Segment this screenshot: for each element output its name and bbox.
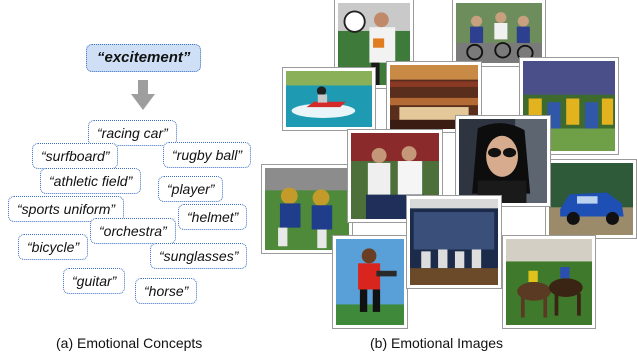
- concept-tag-surfboard: “surfboard”: [32, 143, 119, 169]
- concept-tag-rugby-ball: “rugby ball”: [163, 142, 252, 168]
- concepts-panel: “excitement” “racing car” “surfboard” “r…: [0, 0, 270, 360]
- photo-cyclists: [453, 0, 545, 66]
- photo-jet-ski: [283, 68, 375, 130]
- concept-tag-bicycle: “bicycle”: [18, 234, 89, 260]
- concept-tag-sports-uniform: “sports uniform”: [8, 196, 125, 222]
- concept-tag-guitar: “guitar”: [63, 268, 126, 294]
- photo-guitar-player: [333, 236, 407, 328]
- concept-tag-racing-car: “racing car”: [88, 120, 177, 146]
- concept-tag-sunglasses: “sunglasses”: [150, 243, 248, 269]
- caption-emotional-concepts: (a) Emotional Concepts: [56, 335, 203, 351]
- down-arrow-icon: [131, 80, 155, 110]
- photo-rally-car: [546, 160, 636, 238]
- concept-tag-athletic-field: “athletic field”: [40, 168, 142, 194]
- concept-tag-horse: “horse”: [135, 278, 198, 304]
- images-panel: (b) Emotional Images: [262, 0, 637, 360]
- photo-stage-concert: [407, 196, 501, 288]
- photo-horse-race: [503, 236, 595, 328]
- photo-concert-hall: [387, 62, 481, 132]
- concept-tag-excitement: “excitement”: [86, 44, 202, 72]
- photo-woman-sunglasses: [456, 116, 550, 206]
- caption-emotional-images: (b) Emotional Images: [370, 335, 504, 351]
- concept-tag-orchestra: “orchestra”: [90, 218, 176, 244]
- concept-tag-player: “player”: [158, 176, 224, 202]
- concept-tag-helmet: “helmet”: [178, 204, 248, 230]
